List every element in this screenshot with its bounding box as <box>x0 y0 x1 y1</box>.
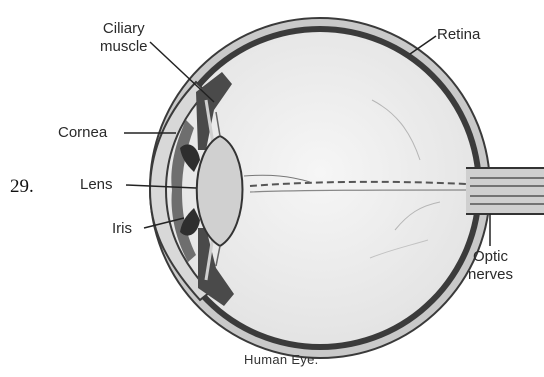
label-cornea: Cornea <box>58 124 107 142</box>
label-iris: Iris <box>112 220 132 238</box>
optic-nerve <box>466 168 544 214</box>
label-lens: Lens <box>80 176 113 194</box>
leader-retina <box>410 36 436 54</box>
label-optic-line2: nerves <box>468 266 513 284</box>
label-ciliary-line1: Ciliary <box>100 20 148 38</box>
label-ciliary-line2: muscle <box>100 38 148 56</box>
question-number: 29. <box>10 176 34 198</box>
label-optic-nerves: Optic nerves <box>468 248 513 284</box>
label-retina: Retina <box>437 26 480 44</box>
label-ciliary-muscle: Ciliary muscle <box>100 20 148 56</box>
diagram-caption: Human Eye. <box>244 352 319 367</box>
label-optic-line1: Optic <box>468 248 513 266</box>
